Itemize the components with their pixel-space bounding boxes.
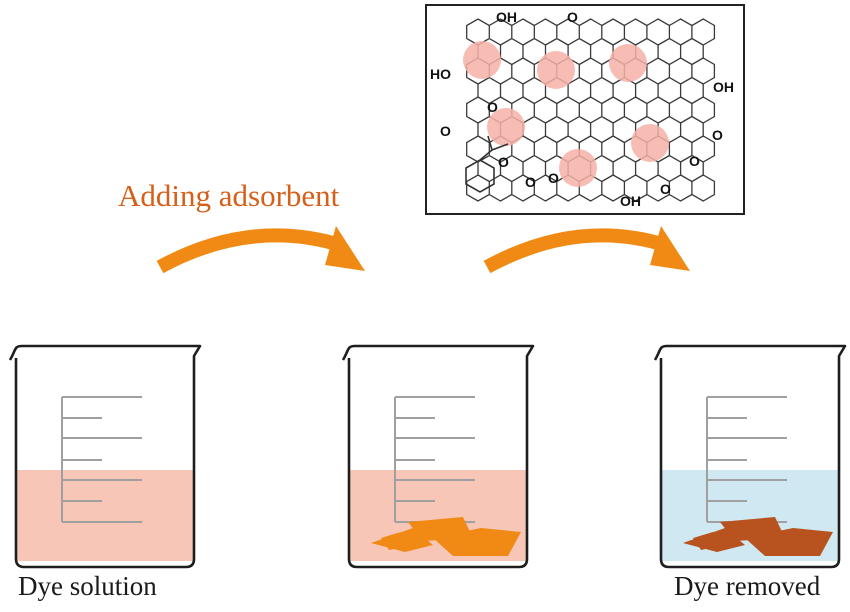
atom-label: O	[567, 9, 578, 25]
beaker-with-adsorbent	[341, 344, 535, 569]
hexagonal-lattice	[466, 18, 716, 202]
beaker-liquid	[16, 470, 194, 561]
beaker-outline	[341, 344, 535, 569]
dye-molecule	[609, 44, 647, 82]
atom-label: OH	[496, 9, 517, 25]
atom-label: HO	[430, 66, 451, 82]
step-label: Adding adsorbent	[118, 178, 340, 213]
dye-molecule	[487, 108, 525, 146]
sediment-piece	[745, 528, 833, 556]
adsorbent-sediment	[683, 517, 833, 556]
atom-label: O	[498, 154, 509, 170]
beaker-outline	[8, 344, 202, 569]
dye-molecules	[463, 41, 669, 187]
sediment-piece	[381, 532, 407, 550]
graphene-oxide-structure: OH O HO OH O O O O O OH O O O	[425, 4, 745, 215]
atom-label: O	[660, 181, 671, 197]
atom-label: O	[689, 153, 700, 169]
dye-molecule	[537, 51, 575, 89]
dye-molecule	[463, 41, 501, 79]
beaker-dye-removed	[653, 344, 847, 569]
atom-label: O	[548, 170, 559, 186]
beaker-dye-solution	[8, 344, 202, 569]
process-arrow-1	[156, 226, 365, 274]
beaker-label-dye-solution: Dye solution	[18, 571, 157, 601]
sediment-piece	[433, 528, 521, 556]
process-arrow-2	[483, 226, 690, 274]
beaker-outline	[653, 344, 847, 569]
atom-label: OH	[620, 193, 641, 209]
hexagon-rings	[466, 18, 716, 202]
dye-molecule	[631, 124, 669, 162]
sediment-piece	[693, 532, 719, 550]
atom-label: O	[525, 174, 536, 190]
beaker-label-dye-removed: Dye removed	[674, 571, 821, 601]
atom-labels: OH O HO OH O O O O O OH O O O	[430, 9, 734, 209]
dye-molecule	[559, 149, 597, 187]
atom-label: O	[440, 123, 451, 139]
benzene-ring	[465, 135, 509, 193]
atom-label: OH	[713, 79, 734, 95]
adsorbent-sediment	[371, 517, 521, 556]
atom-label: O	[487, 99, 498, 115]
atom-label: O	[712, 127, 723, 143]
